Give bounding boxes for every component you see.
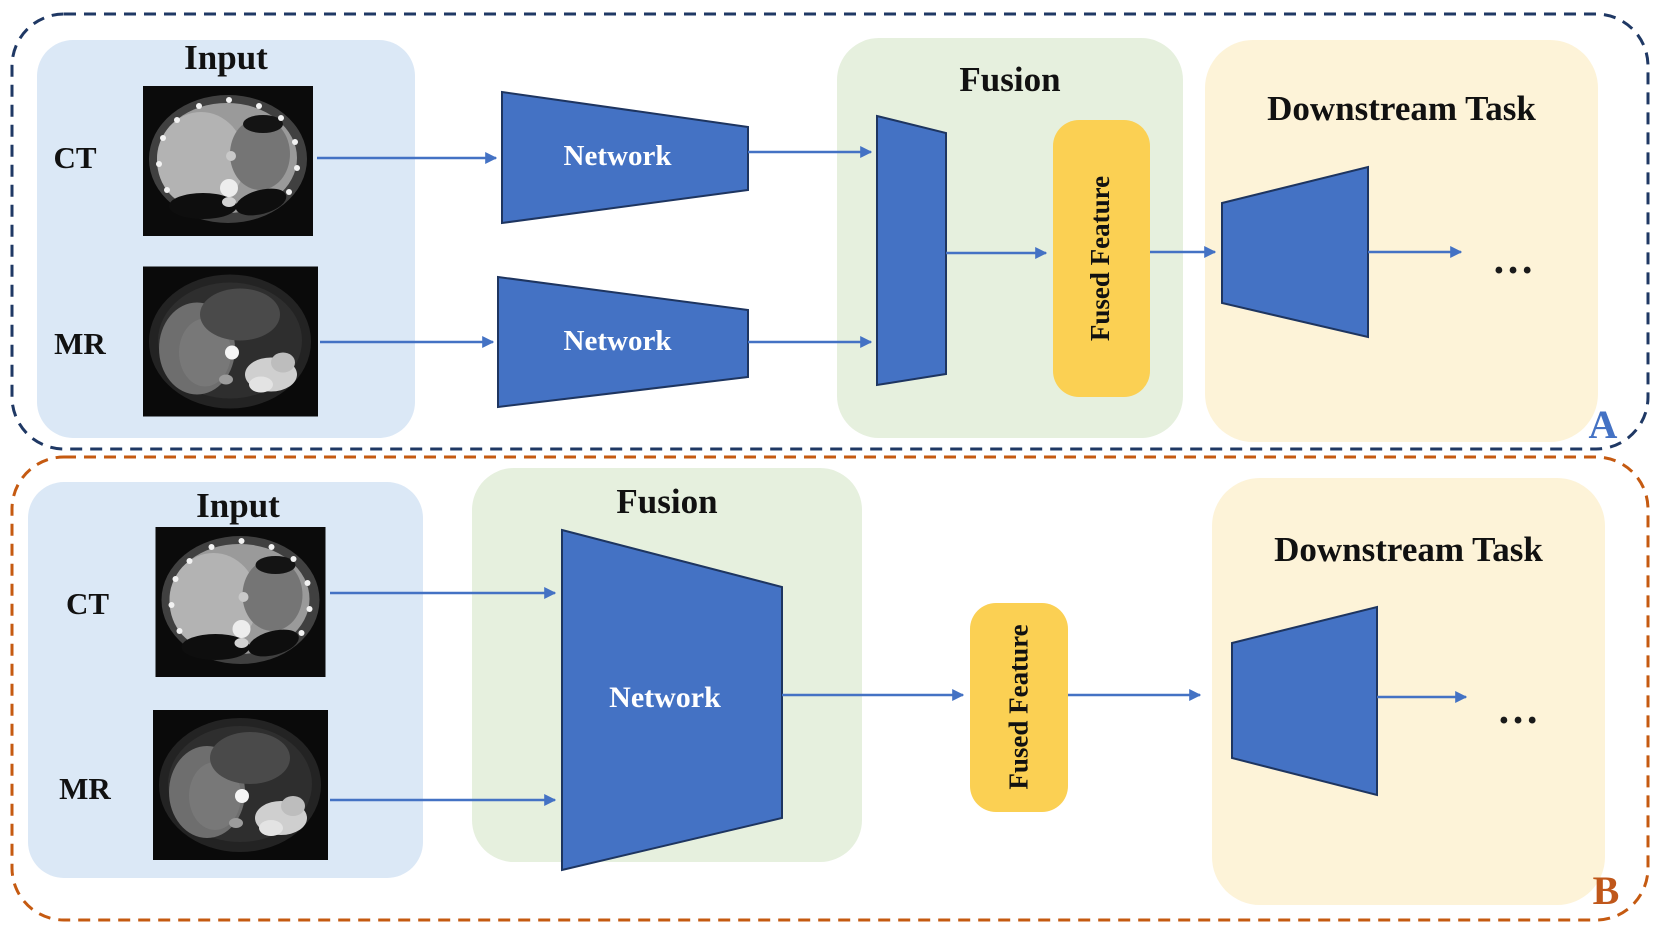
network-a2-label: Network — [563, 324, 672, 357]
fusion-network-trapezoid-b — [561, 528, 783, 872]
panel-a-dashed-border — [10, 12, 1650, 451]
mr-axial-slice-graphic — [153, 710, 328, 860]
ct-scan-image-a — [143, 86, 313, 236]
mr-scan-image-b — [153, 710, 328, 860]
ct-scan-image-b — [153, 527, 328, 677]
ct-axial-slice-graphic — [143, 86, 313, 236]
fusion-trapezoid-a — [876, 114, 947, 387]
mr-label-b: MR — [59, 771, 111, 806]
ellipsis-a: … — [1492, 237, 1538, 283]
ct-axial-slice-graphic — [155, 527, 326, 677]
fused-feature-label-b: Fused Feature — [1003, 624, 1033, 790]
ct-label-a: CT — [53, 140, 97, 175]
downstream-trapezoid-a — [1221, 165, 1369, 339]
network-a1-trapezoid — [501, 90, 749, 225]
downstream-title-b: Downstream Task — [1274, 530, 1543, 569]
mr-label-a: MR — [54, 326, 106, 361]
panel-a-label: A — [1588, 401, 1618, 447]
fusion-title-b: Fusion — [616, 482, 718, 521]
input-title-a: Input — [184, 38, 268, 77]
mr-axial-slice-graphic — [143, 266, 318, 417]
mr-scan-image-a — [143, 265, 318, 418]
network-a1-label: Network — [563, 139, 672, 172]
fused-feature-box-b — [970, 603, 1068, 812]
fused-feature-box-a — [1053, 120, 1150, 397]
panel-b-label: B — [1592, 867, 1620, 913]
input-title-b: Input — [196, 486, 280, 525]
downstream-trapezoid-b — [1231, 605, 1378, 797]
network-b-label: Network — [609, 681, 721, 714]
panel-b-dashed-border — [10, 455, 1650, 922]
ct-label-b: CT — [65, 586, 110, 621]
network-a2-trapezoid — [497, 275, 749, 409]
fusion-title-a: Fusion — [959, 60, 1061, 99]
downstream-title-a: Downstream Task — [1267, 89, 1536, 128]
ellipsis-b: … — [1497, 687, 1543, 733]
fused-feature-label-a: Fused Feature — [1085, 175, 1115, 342]
